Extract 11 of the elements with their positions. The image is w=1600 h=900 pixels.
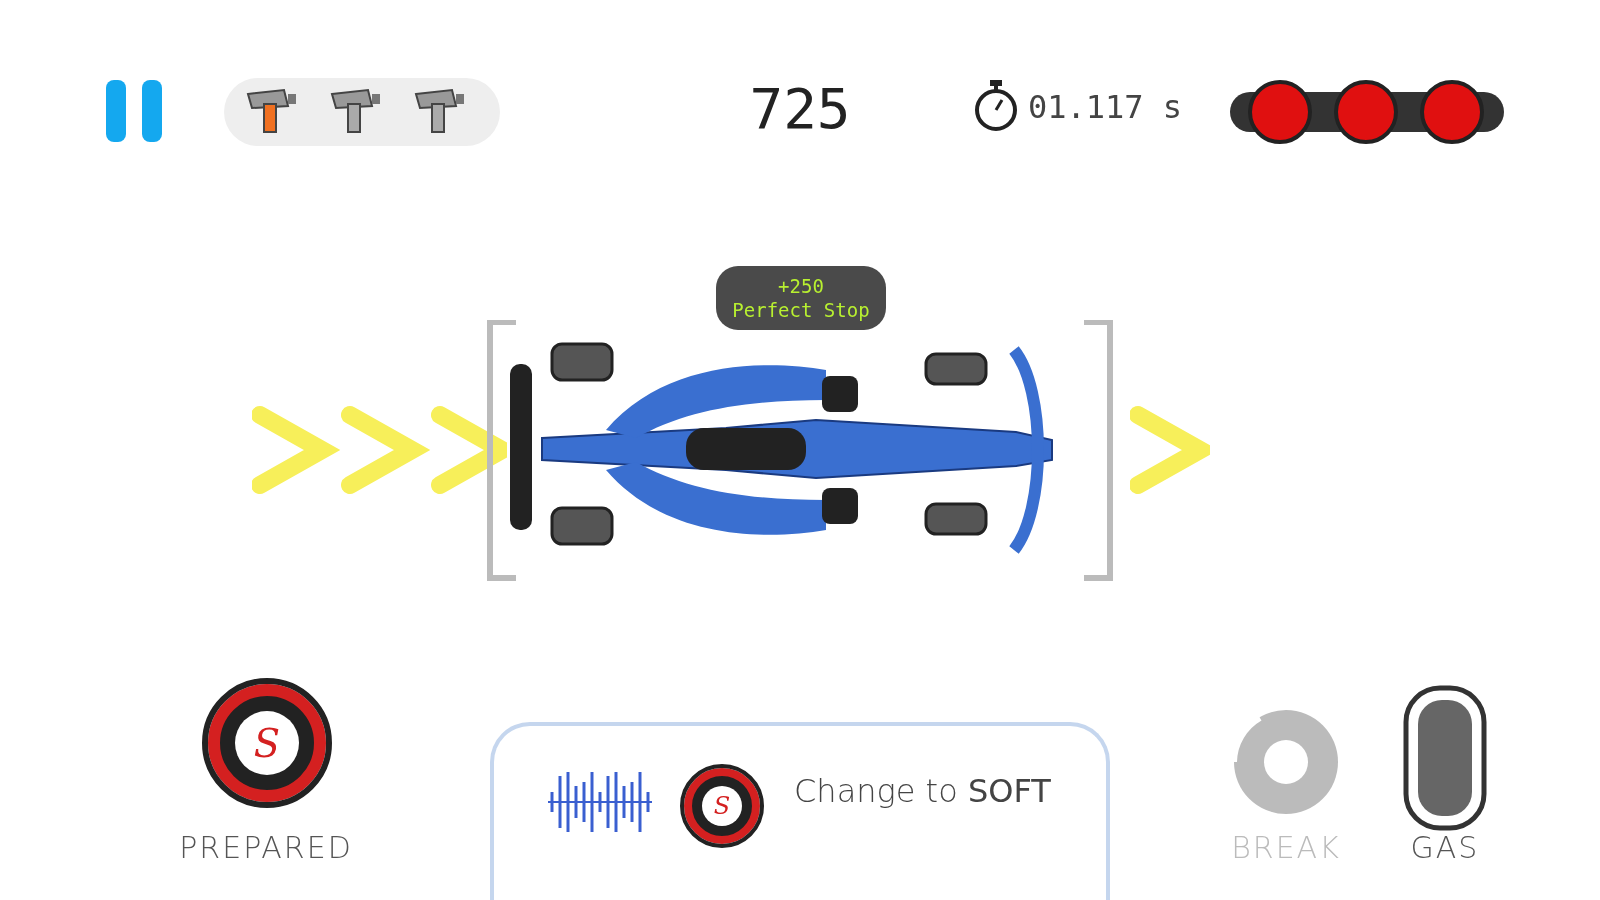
instruction-text: Change to SOFT <box>794 772 1051 810</box>
score-bubble <box>716 266 886 330</box>
gas-label: GAS <box>1409 830 1481 865</box>
message-text: Perfect Stop <box>732 298 870 322</box>
brake-label: BREAK <box>1230 830 1342 865</box>
tire-change-panel <box>490 722 1110 900</box>
points-text: +250 <box>778 274 824 298</box>
score-text: 725 <box>748 76 852 141</box>
timer-text: 01.117 s <box>1028 88 1183 126</box>
tire-icon: S <box>684 768 760 844</box>
status-label: PREPARED <box>178 830 354 865</box>
